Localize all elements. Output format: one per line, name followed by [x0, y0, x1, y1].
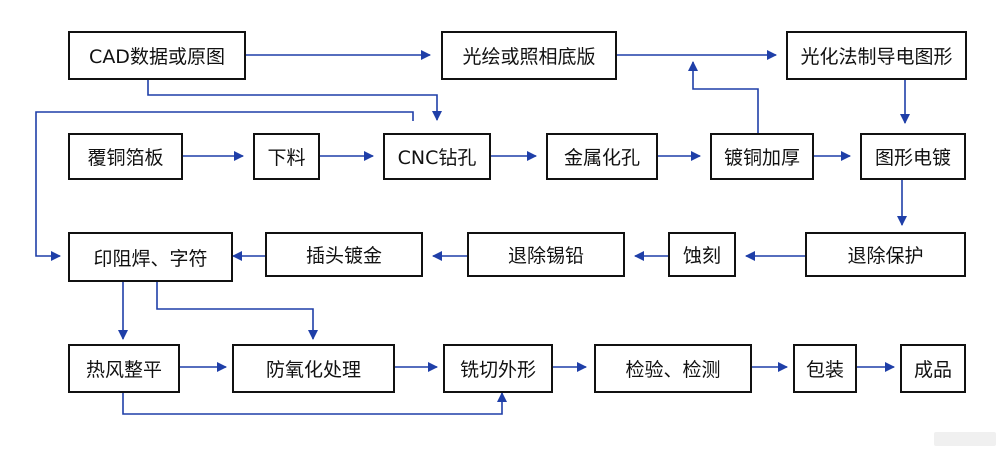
- step-photoplot: 光绘或照相底版: [441, 31, 617, 80]
- step-cutting: 下料: [253, 133, 320, 180]
- step-cnc-drilling: CNC钻孔: [383, 133, 491, 180]
- step-etching: 蚀刻: [668, 232, 736, 277]
- step-cad-data: CAD数据或原图: [68, 31, 246, 80]
- step-pattern-plating: 图形电镀: [860, 133, 966, 180]
- step-anti-oxidation: 防氧化处理: [232, 344, 395, 393]
- step-routing: 铣切外形: [443, 344, 553, 393]
- step-photo-pattern: 光化法制导电图形: [786, 31, 967, 80]
- arrow-solder-mask-to-osp: [156, 282, 318, 340]
- step-packaging: 包装: [793, 344, 857, 393]
- step-gold-finger-plating: 插头镀金: [265, 232, 423, 277]
- step-solder-mask-legend: 印阻焊、字符: [68, 232, 233, 282]
- arrow-cad-to-cnc: [147, 80, 442, 121]
- watermark-patch: [934, 432, 996, 446]
- step-copper-plating: 镀铜加厚: [710, 133, 814, 180]
- arrow-cu-plate-to-photoplot: [688, 61, 759, 133]
- step-finished-product: 成品: [900, 344, 966, 393]
- step-hole-metallization: 金属化孔: [546, 133, 658, 180]
- arrow-left-bus-to-solder-mask: [35, 111, 414, 261]
- step-inspection-testing: 检验、检测: [594, 344, 752, 393]
- step-strip-resist: 退除保护: [805, 232, 966, 277]
- arrow-hasl-to-routing: [122, 392, 507, 415]
- step-strip-tin-lead: 退除锡铅: [467, 232, 625, 277]
- step-hot-air-leveling: 热风整平: [68, 344, 180, 393]
- step-copper-clad-laminate: 覆铜箔板: [68, 133, 183, 180]
